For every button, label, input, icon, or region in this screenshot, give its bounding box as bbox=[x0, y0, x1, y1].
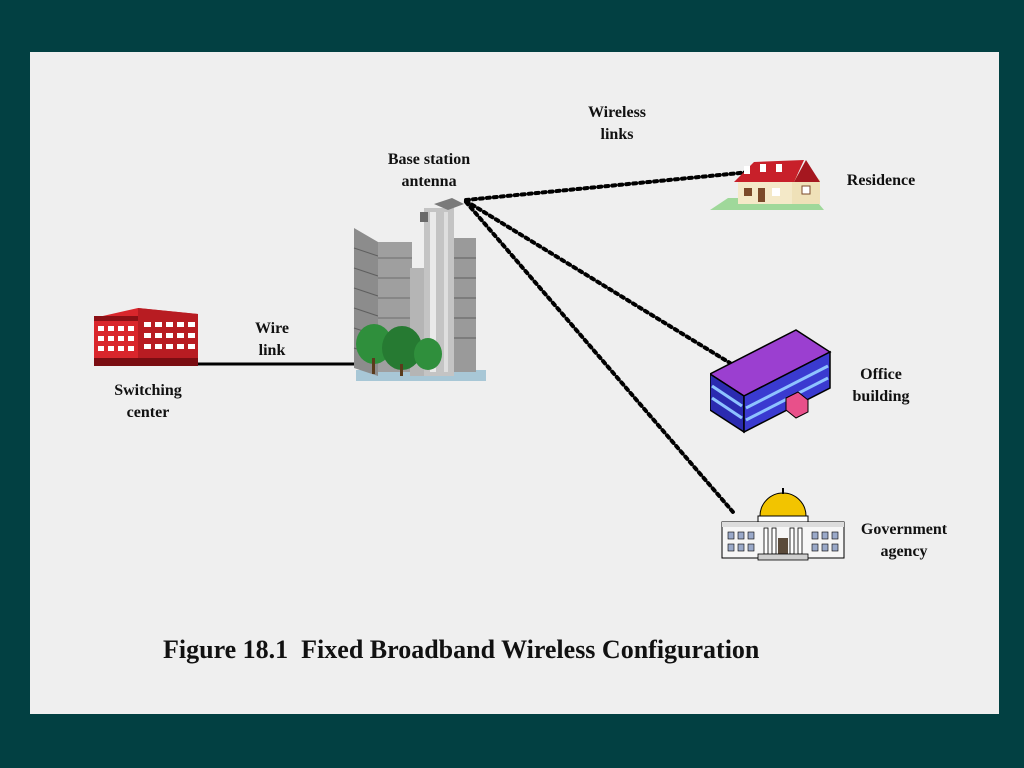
switching-center-label-line1: Switching bbox=[114, 382, 182, 399]
wireless-link-residence bbox=[464, 170, 752, 202]
government-agency-icon bbox=[721, 488, 845, 561]
wire-link-label-line2: link bbox=[258, 342, 286, 359]
office-building-icon bbox=[710, 329, 832, 434]
office-building-label-line2: building bbox=[852, 388, 910, 405]
residence-label: Residence bbox=[846, 172, 916, 189]
base-station-label: Base station antenna bbox=[364, 149, 494, 193]
wireless-links-label: Wireless links bbox=[564, 102, 670, 146]
government-agency-label-line1: Government bbox=[860, 521, 948, 538]
wireless-links-label-line2: links bbox=[600, 126, 634, 143]
government-agency-label-line2: agency bbox=[880, 543, 928, 560]
government-agency-label: Government agency bbox=[848, 519, 960, 563]
wireless-links-label-line1: Wireless bbox=[587, 104, 647, 121]
diagram-slide: Wireless links Base station antenna Resi… bbox=[30, 52, 999, 714]
base-station-antenna-icon bbox=[353, 198, 486, 381]
connection-lines bbox=[198, 170, 752, 514]
wireless-link-office bbox=[464, 199, 732, 365]
switching-center-icon bbox=[94, 308, 198, 366]
wire-link-label-line1: Wire bbox=[254, 320, 290, 337]
base-station-label-line1: Base station bbox=[387, 151, 471, 168]
office-building-label: Office building bbox=[836, 364, 926, 408]
switching-center-label-line2: center bbox=[126, 404, 170, 421]
residence-icon bbox=[710, 160, 824, 210]
figure-caption: Figure 18.1 Fixed Broadband Wireless Con… bbox=[163, 635, 760, 664]
office-building-label-line1: Office bbox=[860, 366, 902, 383]
wireless-link-government bbox=[464, 200, 735, 514]
switching-center-label: Switching center bbox=[94, 380, 202, 424]
wire-link-label: Wire link bbox=[242, 318, 302, 362]
base-station-label-line2: antenna bbox=[401, 173, 457, 190]
